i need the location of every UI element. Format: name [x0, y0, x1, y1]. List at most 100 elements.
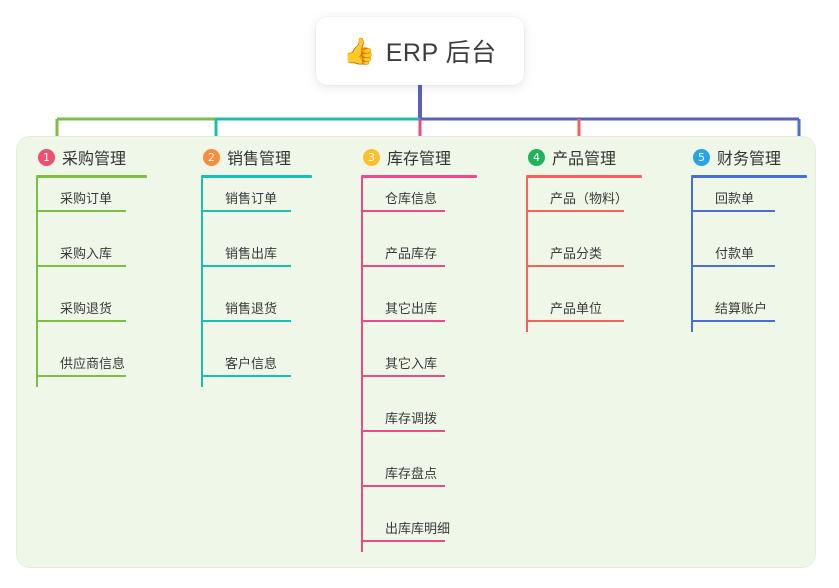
leaf-label: 销售出库: [225, 246, 278, 261]
branch-spine: [36, 178, 38, 387]
branch-number-badge: 1: [38, 148, 55, 166]
thumbs-up-icon: 👍: [343, 36, 376, 66]
branch-header-underline: [361, 175, 477, 178]
leaf-item[interactable]: 其它出库: [361, 298, 445, 322]
leaf-underline: [693, 320, 775, 322]
leaf-underline: [363, 320, 445, 322]
leaf-item[interactable]: 销售出库: [201, 243, 291, 267]
leaf-item[interactable]: 采购订单: [36, 188, 126, 212]
leaf-item[interactable]: 产品分类: [526, 243, 624, 267]
leaf-label: 结算账户: [715, 301, 768, 316]
leaf-label: 其它出库: [385, 301, 438, 316]
root-node[interactable]: 👍 ERP 后台: [316, 17, 524, 85]
leaf-label: 回款单: [715, 191, 755, 206]
leaf-label: 产品库存: [385, 246, 438, 261]
leaf-underline: [38, 320, 126, 322]
leaf-underline: [203, 210, 291, 212]
leaf-label: 产品（物料）: [550, 191, 629, 206]
leaf-underline: [203, 375, 291, 377]
leaf-underline: [693, 265, 775, 267]
branch-header-underline: [201, 175, 312, 178]
leaf-underline: [528, 265, 624, 267]
branches-panel: [16, 136, 816, 568]
leaf-label: 产品分类: [550, 246, 603, 261]
leaf-underline: [203, 265, 291, 267]
branch-header-销售管理[interactable]: 2 销售管理: [201, 146, 312, 168]
leaf-label: 供应商信息: [60, 356, 126, 371]
branch-title: 采购管理: [62, 151, 127, 168]
branch-header-采购管理[interactable]: 1 采购管理: [36, 146, 147, 168]
leaf-underline: [38, 375, 126, 377]
branch-spine: [361, 178, 363, 552]
branch-body: 仓库信息产品库存其它出库其它入库库存调拨库存盘点出库库明细: [361, 178, 477, 573]
leaf-underline: [528, 210, 624, 212]
branch-title: 库存管理: [387, 151, 452, 168]
leaf-underline: [363, 375, 445, 377]
leaf-label: 付款单: [715, 246, 755, 261]
leaf-item[interactable]: 销售退货: [201, 298, 291, 322]
leaf-label: 库存盘点: [385, 466, 438, 481]
leaf-underline: [528, 320, 624, 322]
branch-column-财务管理: 5 财务管理回款单付款单结算账户: [691, 146, 807, 353]
leaf-item[interactable]: 产品单位: [526, 298, 624, 322]
branch-spine: [526, 178, 528, 332]
leaf-item[interactable]: 结算账户: [691, 298, 775, 322]
leaf-underline: [38, 265, 126, 267]
leaf-underline: [363, 265, 445, 267]
leaf-label: 销售订单: [225, 191, 278, 206]
leaf-underline: [38, 210, 126, 212]
leaf-label: 采购订单: [60, 191, 113, 206]
leaf-label: 出库库明细: [385, 521, 451, 536]
branch-spine: [691, 178, 693, 332]
branch-spine: [201, 178, 203, 387]
leaf-label: 采购退货: [60, 301, 113, 316]
root-title: ERP 后台: [385, 39, 497, 67]
leaf-label: 采购入库: [60, 246, 113, 261]
branch-number-badge: 2: [203, 148, 220, 166]
branch-body: 销售订单销售出库销售退货客户信息: [201, 178, 312, 408]
branch-body: 采购订单采购入库采购退货供应商信息: [36, 178, 147, 408]
branch-column-销售管理: 2 销售管理销售订单销售出库销售退货客户信息: [201, 146, 312, 408]
branch-header-库存管理[interactable]: 3 库存管理: [361, 146, 477, 168]
leaf-item[interactable]: 采购退货: [36, 298, 126, 322]
leaf-underline: [363, 430, 445, 432]
branch-header-underline: [36, 175, 147, 178]
leaf-item[interactable]: 出库库明细: [361, 518, 450, 542]
branch-title: 财务管理: [717, 151, 782, 168]
leaf-label: 客户信息: [225, 356, 278, 371]
leaf-item[interactable]: 回款单: [691, 188, 775, 212]
branch-title: 销售管理: [227, 151, 292, 168]
leaf-underline: [363, 210, 445, 212]
leaf-item[interactable]: 采购入库: [36, 243, 126, 267]
branch-column-采购管理: 1 采购管理采购订单采购入库采购退货供应商信息: [36, 146, 147, 408]
leaf-label: 销售退货: [225, 301, 278, 316]
branch-body: 回款单付款单结算账户: [691, 178, 807, 353]
leaf-underline: [363, 540, 445, 542]
leaf-item[interactable]: 其它入库: [361, 353, 445, 377]
branch-header-underline: [526, 175, 642, 178]
leaf-item[interactable]: 供应商信息: [36, 353, 126, 377]
branch-number-badge: 5: [693, 148, 710, 166]
branch-title: 产品管理: [552, 151, 617, 168]
branch-header-财务管理[interactable]: 5 财务管理: [691, 146, 807, 168]
branch-column-库存管理: 3 库存管理仓库信息产品库存其它出库其它入库库存调拨库存盘点出库库明细: [361, 146, 477, 573]
branch-header-underline: [691, 175, 807, 178]
leaf-item[interactable]: 库存盘点: [361, 463, 445, 487]
leaf-item[interactable]: 付款单: [691, 243, 775, 267]
leaf-underline: [363, 485, 445, 487]
leaf-underline: [203, 320, 291, 322]
leaf-item[interactable]: 仓库信息: [361, 188, 445, 212]
branch-body: 产品（物料） 产品分类产品单位: [526, 178, 642, 353]
leaf-item[interactable]: 库存调拨: [361, 408, 445, 432]
leaf-item[interactable]: 客户信息: [201, 353, 291, 377]
leaf-item[interactable]: 销售订单: [201, 188, 291, 212]
branch-number-badge: 3: [363, 148, 380, 166]
leaf-underline: [693, 210, 775, 212]
leaf-item[interactable]: 产品（物料）: [526, 188, 628, 212]
leaf-label: 其它入库: [385, 356, 438, 371]
leaf-label: 库存调拨: [385, 411, 438, 426]
leaf-item[interactable]: 产品库存: [361, 243, 445, 267]
